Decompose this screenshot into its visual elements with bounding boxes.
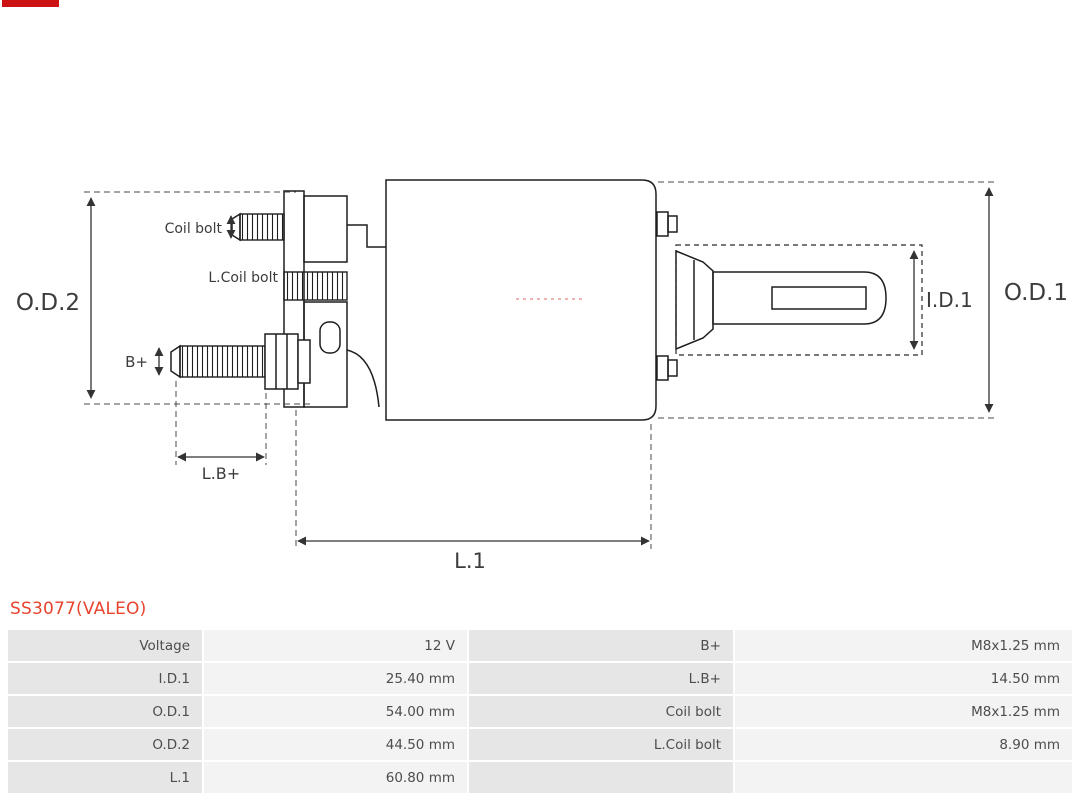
b-plus-nut xyxy=(264,333,299,390)
b-plus-thread xyxy=(179,345,266,378)
spec-value: 44.50 mm xyxy=(204,729,467,760)
dim-od2: O.D.2 xyxy=(16,191,310,405)
coil-bolt-thread xyxy=(239,213,285,241)
dim-lb-plus: L.B+ xyxy=(175,381,267,483)
dim-id1: I.D.1 xyxy=(909,250,973,350)
dim-label-coil-bolt: Coil bolt xyxy=(165,221,223,237)
washer-tab xyxy=(319,321,341,354)
spec-label: O.D.1 xyxy=(8,696,202,727)
spec-value xyxy=(735,762,1072,793)
spec-value: 14.50 mm xyxy=(735,663,1072,694)
spec-value: 8.90 mm xyxy=(735,729,1072,760)
spec-value: M8x1.25 mm xyxy=(735,630,1072,661)
spec-label: I.D.1 xyxy=(8,663,202,694)
b-plus-terminal xyxy=(170,333,311,390)
coil-bolt-tip xyxy=(231,212,241,242)
dim-b-plus: B+ xyxy=(125,347,164,376)
upper-bracket xyxy=(303,195,348,263)
dim-l1: L.1 xyxy=(295,410,652,573)
spec-label xyxy=(469,762,733,793)
spec-label: O.D.2 xyxy=(8,729,202,760)
spec-label: Coil bolt xyxy=(469,696,733,727)
solenoid-body xyxy=(385,179,657,421)
spec-label: Voltage xyxy=(8,630,202,661)
plunger-shaft xyxy=(675,249,887,351)
dim-label-id1: I.D.1 xyxy=(926,288,973,312)
spec-value: 54.00 mm xyxy=(204,696,467,727)
shaft-body xyxy=(712,271,887,325)
spec-value: 60.80 mm xyxy=(204,762,467,793)
end-cap-tabs xyxy=(656,211,678,381)
spec-value: 12 V xyxy=(204,630,467,661)
dim-label-b-plus: B+ xyxy=(125,353,148,371)
shaft-slot xyxy=(771,286,867,310)
dim-coil-bolt: Coil bolt xyxy=(165,215,236,239)
dim-label-lb-plus: L.B+ xyxy=(202,464,240,483)
dim-label-od2: O.D.2 xyxy=(16,290,80,316)
b-plus-washer xyxy=(297,339,311,384)
coil-bolt xyxy=(231,212,285,242)
b-plus-tip xyxy=(170,344,181,379)
spec-label: L.1 xyxy=(8,762,202,793)
brand-logo xyxy=(2,0,59,7)
spec-value: 25.40 mm xyxy=(204,663,467,694)
part-title: SS3077(VALEO) xyxy=(10,599,147,619)
spec-table: Voltage 12 V B+ M8x1.25 mm I.D.1 25.40 m… xyxy=(8,630,1072,793)
coil-collar-thread xyxy=(283,271,348,301)
technical-drawing: O.D.2 O.D.1 I.D.1 L.1 L.B+ xyxy=(16,179,1068,573)
spec-label: L.B+ xyxy=(469,663,733,694)
dim-od1: O.D.1 xyxy=(658,181,1068,419)
spec-value: M8x1.25 mm xyxy=(735,696,1072,727)
spec-label: B+ xyxy=(469,630,733,661)
dim-label-l-coil-bolt: L.Coil bolt xyxy=(208,270,278,286)
id1-detail-box xyxy=(675,244,923,356)
dim-label-od1: O.D.1 xyxy=(1004,280,1068,306)
dim-label-l1: L.1 xyxy=(454,549,486,573)
bracket-fillet xyxy=(346,349,380,408)
spec-label: L.Coil bolt xyxy=(469,729,733,760)
bracket-step xyxy=(347,224,386,248)
